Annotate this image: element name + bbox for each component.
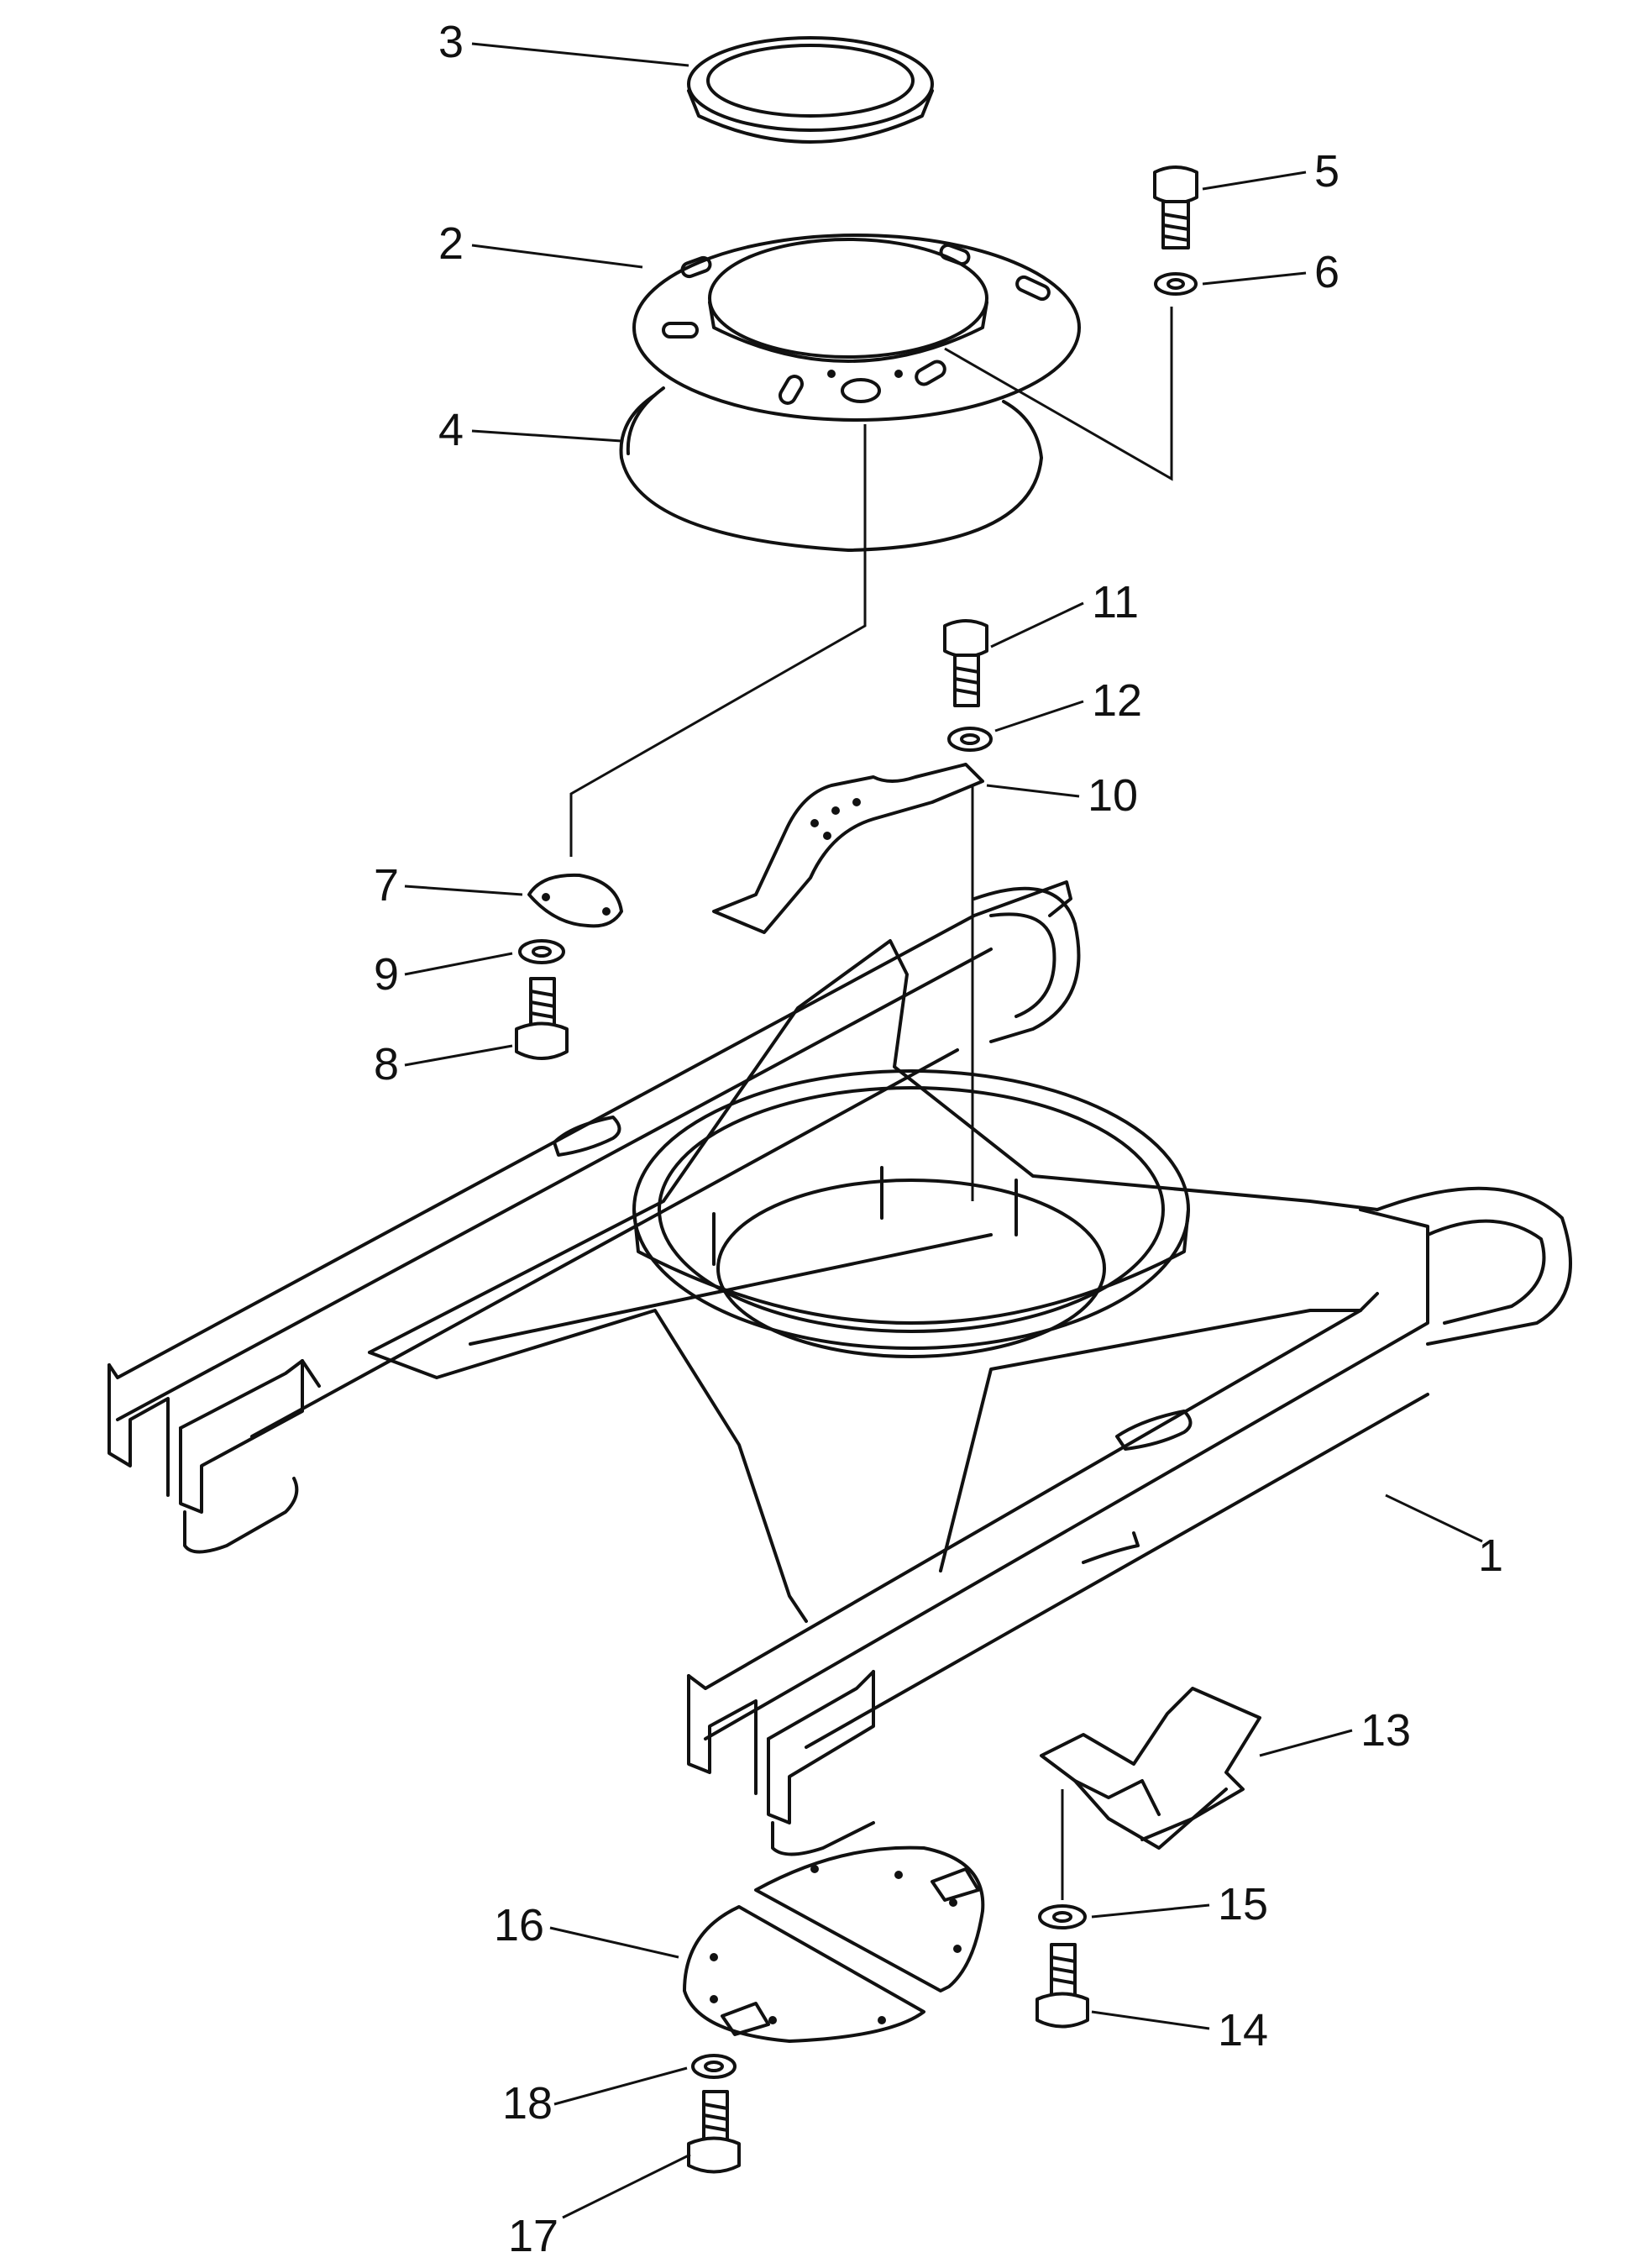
part-9-washer [518, 939, 565, 964]
part-7-cover-plate [527, 873, 623, 928]
callout-3: 3 [438, 17, 464, 67]
callout-17: 17 [508, 2211, 558, 2261]
callout-12: 12 [1092, 675, 1142, 726]
part-14-bolt [1035, 1943, 1089, 2029]
part-3-seal-ring [687, 36, 934, 144]
callout-6: 6 [1314, 247, 1340, 297]
part-1-track-frame [107, 880, 1572, 1856]
leader-lines [404, 42, 1483, 2219]
callout-18: 18 [502, 2078, 553, 2129]
part-15-washer [1038, 1904, 1087, 1929]
callout-14: 14 [1218, 2005, 1268, 2055]
callout-15: 15 [1218, 1879, 1268, 1929]
callout-8: 8 [374, 1039, 399, 1089]
part-12-washer [947, 727, 993, 752]
part-2-flange-plate [632, 234, 1081, 422]
part-18-washer [691, 2054, 737, 2079]
callout-13: 13 [1361, 1705, 1411, 1756]
callout-5: 5 [1314, 146, 1340, 197]
callout-16: 16 [494, 1900, 544, 1950]
part-10-bracket [712, 763, 984, 934]
callout-1: 1 [1478, 1530, 1503, 1581]
callout-11: 11 [1092, 577, 1139, 627]
callout-4: 4 [438, 405, 464, 455]
part-11-bolt [943, 619, 988, 707]
callout-7: 7 [374, 860, 399, 911]
callout-labels: 1 2 3 4 5 6 7 8 9 10 11 12 13 14 15 16 1… [374, 17, 1503, 2261]
callout-2: 2 [438, 218, 464, 269]
part-5-bolt [1153, 165, 1198, 249]
callout-10: 10 [1088, 770, 1138, 821]
part-17-bolt [687, 2090, 741, 2174]
callout-9: 9 [374, 949, 399, 1000]
part-6-washer [1154, 272, 1198, 296]
part-13-guard-bracket [1040, 1687, 1261, 1850]
part-4-o-ring [619, 386, 1043, 552]
part-8-bolt [515, 977, 569, 1060]
part-16-cover-plate [683, 1845, 985, 2043]
assembly-guide-lines [569, 307, 1173, 1900]
